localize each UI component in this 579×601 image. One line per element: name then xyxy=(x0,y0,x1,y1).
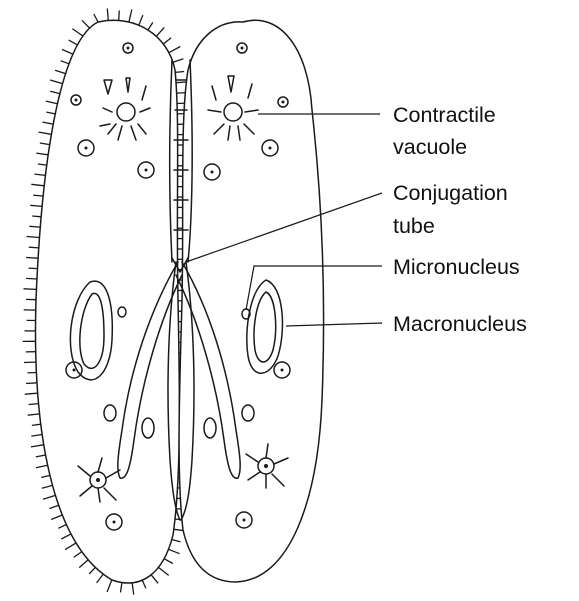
cilium xyxy=(28,414,40,415)
cilium xyxy=(43,495,55,499)
cilium xyxy=(50,80,63,84)
cilium xyxy=(158,567,168,575)
cilium xyxy=(36,153,48,155)
cilium xyxy=(46,112,55,114)
cilium xyxy=(49,505,58,508)
cilium xyxy=(132,583,134,595)
cilium xyxy=(26,278,37,279)
cilium xyxy=(79,560,88,568)
cilium xyxy=(82,20,90,28)
cilium xyxy=(36,465,48,468)
cilium xyxy=(31,184,44,186)
cilium xyxy=(26,383,37,384)
cilium xyxy=(29,247,39,248)
cilium xyxy=(36,455,46,457)
cilium xyxy=(46,101,58,104)
cilium xyxy=(38,164,47,165)
cilium xyxy=(72,29,83,36)
cilium xyxy=(169,549,180,553)
cilium xyxy=(94,14,98,22)
cilium xyxy=(30,205,42,206)
cilium xyxy=(25,393,38,394)
cilium xyxy=(142,580,146,588)
cilium xyxy=(29,268,38,269)
cilium xyxy=(151,575,158,584)
right-paramecium-outline xyxy=(179,20,323,582)
cilium xyxy=(61,61,69,64)
cilium xyxy=(107,9,108,21)
label-tube: tube xyxy=(393,214,435,238)
cilium xyxy=(107,580,112,592)
cilium xyxy=(55,70,66,73)
cilium xyxy=(89,567,95,574)
cilium xyxy=(119,11,120,21)
cilium xyxy=(41,475,50,477)
cilium xyxy=(61,534,71,539)
cilium xyxy=(62,49,73,54)
cilium xyxy=(31,445,44,447)
cilium xyxy=(163,38,171,44)
cilium xyxy=(139,15,143,25)
label-macronucleus: Macronucleus xyxy=(393,312,527,336)
cilium xyxy=(156,27,164,36)
cilium xyxy=(50,91,60,93)
cilium xyxy=(33,195,43,196)
cilium xyxy=(175,72,184,73)
label-vacuole: vacuole xyxy=(393,135,467,159)
labels: Contractile vacuole Conjugation tube Mic… xyxy=(393,103,527,336)
cilium xyxy=(32,216,41,217)
cilium xyxy=(32,424,41,425)
cilium xyxy=(97,574,104,583)
cilium xyxy=(40,143,50,145)
cilium xyxy=(29,404,39,405)
cilium xyxy=(121,583,122,593)
cilium xyxy=(42,122,53,124)
cilium xyxy=(26,258,38,259)
label-micronucleus: Micronucleus xyxy=(393,255,520,279)
cilium xyxy=(42,485,53,488)
cilium xyxy=(148,22,153,30)
label-conjugation: Conjugation xyxy=(393,181,508,205)
cilium xyxy=(29,226,40,227)
cilium xyxy=(69,40,78,45)
cilium xyxy=(74,552,82,558)
label-contractile: Contractile xyxy=(393,103,496,127)
cilium xyxy=(31,435,42,437)
cilium xyxy=(35,174,46,175)
cilium xyxy=(173,59,183,63)
cilium xyxy=(164,559,173,564)
cilium xyxy=(27,237,40,238)
cilium xyxy=(169,47,180,53)
cilium xyxy=(39,132,52,134)
cilium xyxy=(24,289,37,290)
cilium xyxy=(58,525,66,529)
cilium xyxy=(65,543,76,550)
cilium xyxy=(172,540,181,542)
cilium xyxy=(129,9,132,22)
cilium xyxy=(51,515,62,520)
